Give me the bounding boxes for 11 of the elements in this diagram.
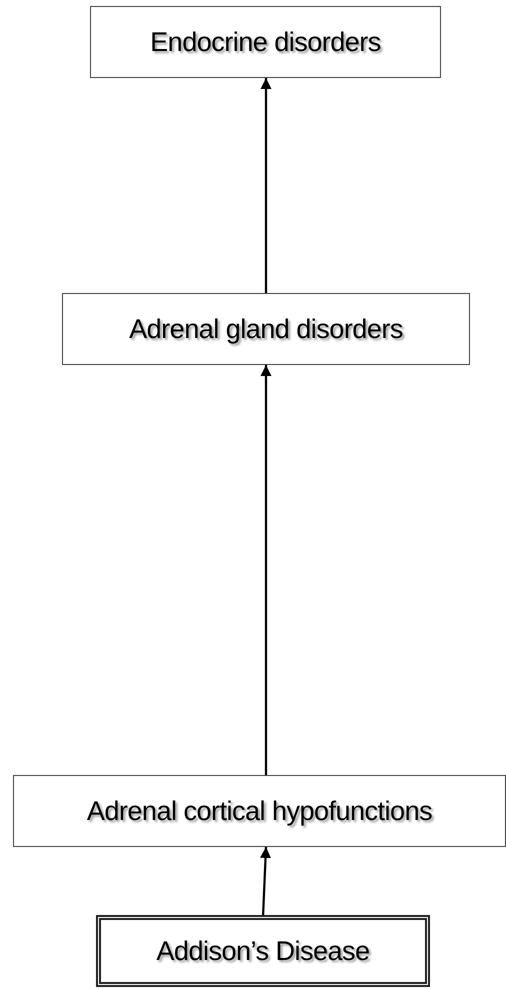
- arrow: [260, 846, 272, 918]
- arrow: [260, 78, 272, 295]
- category-box: [96, 915, 430, 987]
- category-box: [90, 6, 441, 78]
- category-box: [13, 775, 506, 847]
- category-box: [62, 293, 470, 365]
- box-label: Adrenal gland disorders: [129, 314, 403, 344]
- box-label: Adrenal cortical hypofunctions: [86, 796, 432, 826]
- box-label: Endocrine disorders: [150, 26, 381, 58]
- box-label: Addison’s Disease: [156, 936, 370, 966]
- arrow: [260, 365, 272, 777]
